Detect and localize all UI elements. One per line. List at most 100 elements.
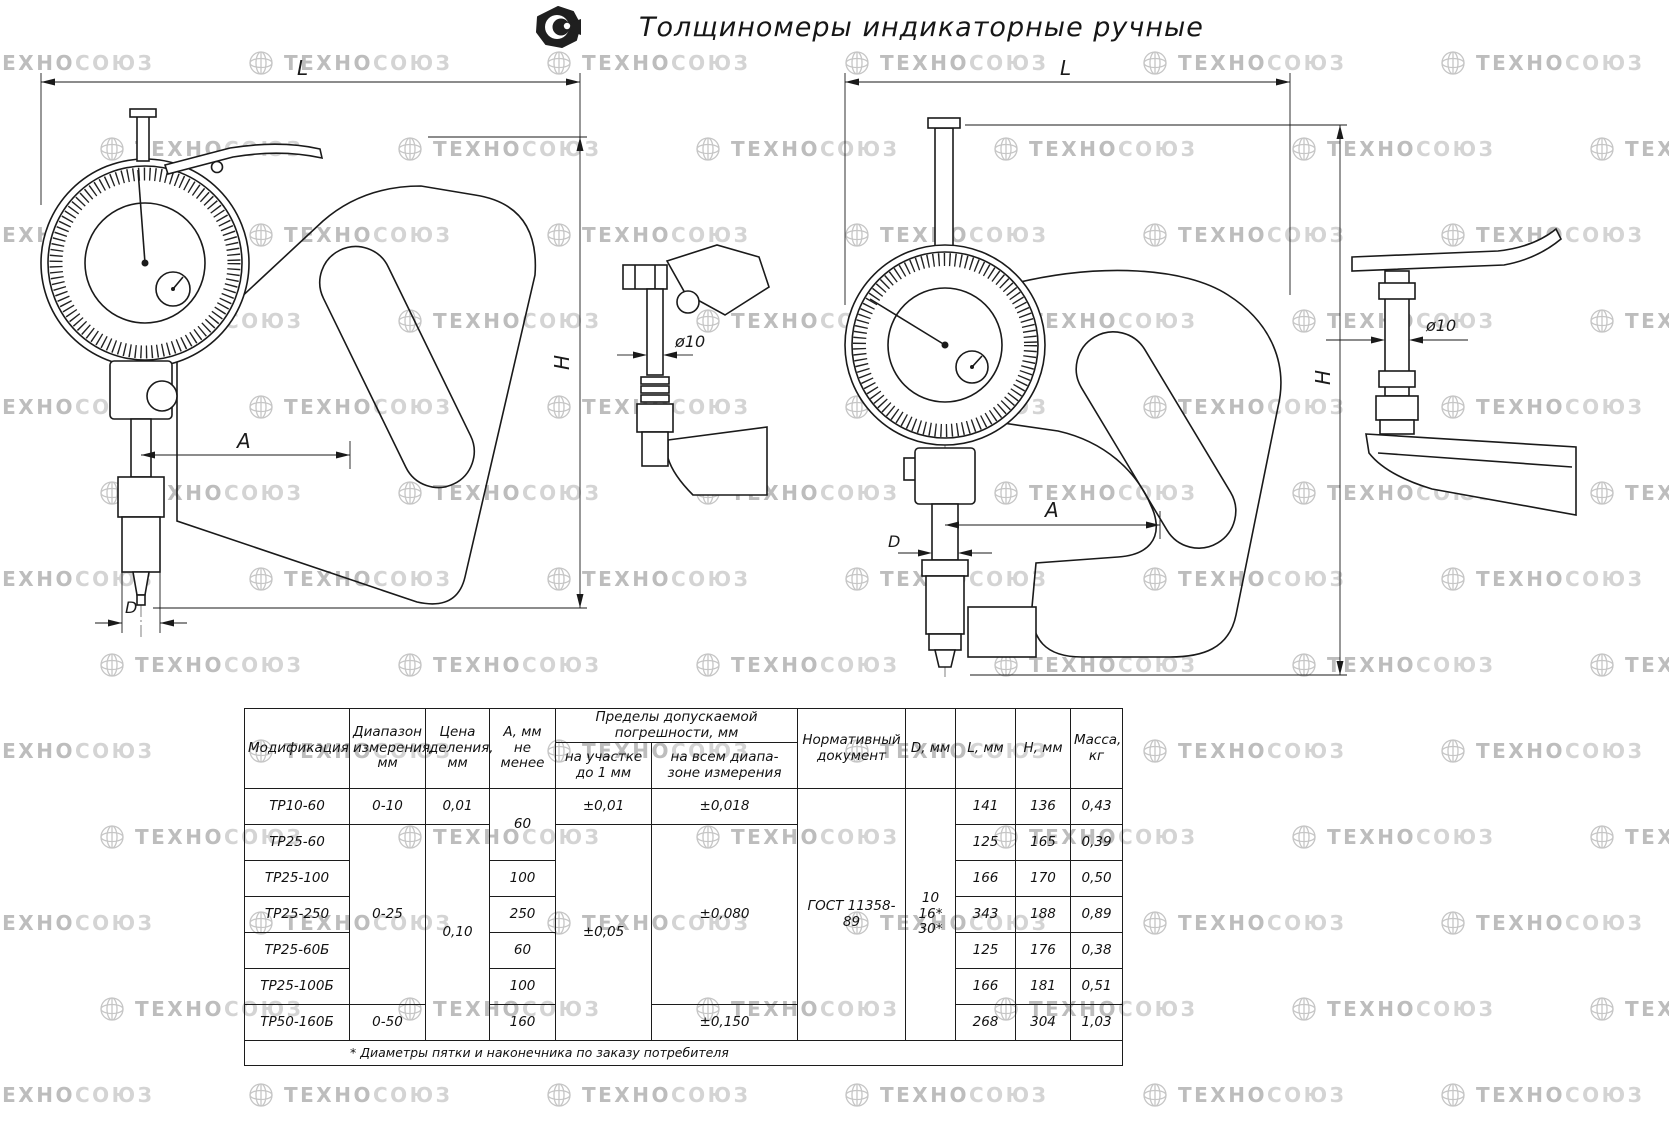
table-footnote-row: * Диаметры пятки и наконечника по заказу… xyxy=(243,1040,1124,1067)
dim-label-L: L xyxy=(1060,56,1071,80)
cell-error-full: ±0,150 xyxy=(650,1004,799,1042)
dial-indicator xyxy=(40,158,250,368)
cell-h: 165 xyxy=(1015,824,1072,862)
stem-housing xyxy=(914,447,976,505)
column-header-mass: Масса, кг xyxy=(1070,707,1124,790)
column-header-h: Н, мм xyxy=(1015,707,1072,790)
cell-modification: ТР25-100Б xyxy=(244,968,350,1006)
dimension-L: L xyxy=(40,56,581,205)
spindle-assembly xyxy=(109,360,178,606)
cell-h: 176 xyxy=(1015,932,1072,970)
cell-a: 60 xyxy=(489,788,556,862)
cell-h: 170 xyxy=(1015,860,1072,898)
cell-l: 268 xyxy=(955,1004,1017,1042)
table-row: ТР25-100Б 100 166 181 0,51 xyxy=(244,968,1124,1006)
cell-division: 0,10 xyxy=(425,824,490,1042)
watermark-item: ТЕХНОСОЮЗ xyxy=(1589,136,1669,162)
dimension-D: D xyxy=(95,571,187,633)
dim-label-A: A xyxy=(1043,498,1059,522)
watermark-item: ТЕХНОСОЮЗ xyxy=(1440,1082,1644,1108)
contact-tip xyxy=(933,649,957,668)
dial-scale xyxy=(49,167,241,359)
cell-mass: 1,03 xyxy=(1070,1004,1124,1042)
dimension-dia10: ø10 xyxy=(617,332,705,359)
dim-label-H: H xyxy=(550,355,574,370)
left-gauge-drawing: L H A D xyxy=(40,56,770,640)
dimension-H: H xyxy=(965,124,1347,676)
cell-range: 0-50 xyxy=(349,1004,426,1042)
cell-modification: ТР10-60 xyxy=(244,788,350,826)
dimension-dia10: ø10 xyxy=(1326,316,1468,344)
contact-tip xyxy=(136,594,146,606)
top-cap xyxy=(129,108,157,118)
dimension-H: H xyxy=(153,136,587,609)
cell-mass: 0,43 xyxy=(1070,788,1124,826)
cell-a: 100 xyxy=(489,968,556,1006)
frame-bracket xyxy=(967,606,1037,658)
column-header-error-group: Пределы допускаемой погрешности, мм xyxy=(554,707,799,744)
specification-table: Модификация Диапазон измерения, мм Цена … xyxy=(243,707,1124,1067)
gauge-frame xyxy=(1002,269,1282,658)
gauge-frame xyxy=(176,185,537,605)
table-row: ТР10-60 0-10 0,01 60 ±0,01 ±0,018 ГОСТ 1… xyxy=(244,788,1124,1042)
watermark-item: ТЕХНОСОЮЗ xyxy=(1589,480,1669,506)
cell-mass: 0,50 xyxy=(1070,860,1124,898)
dimension-D: D xyxy=(888,532,992,557)
top-stem xyxy=(934,127,954,249)
watermark-item: ТЕХНОСОЮЗ xyxy=(248,1082,452,1108)
cell-modification: ТР25-60Б xyxy=(244,932,350,970)
spindle-assembly xyxy=(903,447,976,668)
left-side-view: ø10 xyxy=(617,244,770,496)
cell-document: ГОСТ 11358-89 xyxy=(797,788,907,1042)
cell-mass: 0,51 xyxy=(1070,968,1124,1006)
dim-label-H: H xyxy=(1311,370,1335,385)
cell-h: 188 xyxy=(1015,896,1072,934)
column-header-division: Цена деления, мм xyxy=(425,707,494,790)
column-header-document: Нормативный документ xyxy=(797,707,907,790)
cell-division: 0,01 xyxy=(425,788,490,826)
watermark-item: ТЕХНОСОЮЗ xyxy=(1291,996,1495,1022)
column-header-range: Диапазон измерения, мм xyxy=(349,707,434,790)
column-header-l: L, мм xyxy=(955,707,1017,790)
cell-error-full: ±0,080 xyxy=(650,824,799,1006)
watermark-item: ТЕХНОСОЮЗ xyxy=(1589,996,1669,1022)
dial-indicator xyxy=(844,244,1046,446)
cell-l: 125 xyxy=(955,932,1017,970)
cell-mass: 0,39 xyxy=(1070,824,1124,862)
cell-h: 136 xyxy=(1015,788,1072,826)
right-side-view: ø10 xyxy=(1326,227,1577,516)
cell-range: 0-25 xyxy=(349,824,426,1006)
table-row: ТР25-250 250 343 188 0,89 xyxy=(244,896,1124,934)
side-view-stem xyxy=(646,288,664,376)
clamp-knob xyxy=(146,380,178,412)
dimension-A: A xyxy=(945,498,1161,539)
watermark-item: ТЕХНОСОЮЗ xyxy=(1142,910,1346,936)
watermark-item: ТЕХНОСОЮЗ xyxy=(1589,824,1669,850)
table-footnote: * Диаметры пятки и наконечника по заказу… xyxy=(243,1040,1124,1067)
sheet-header: Толщиномеры индикаторные ручные xyxy=(535,6,1204,48)
frame-slot xyxy=(318,245,476,489)
dim-label-L: L xyxy=(297,56,308,80)
right-gauge-drawing: L H A D xyxy=(844,56,1577,680)
table-row: ТР25-60Б 60 125 176 0,38 xyxy=(244,932,1124,970)
column-header-error-full: на всем диапа- зоне измерения xyxy=(650,742,799,790)
watermark-item: ТЕХНОСОЮЗ xyxy=(546,1082,750,1108)
cell-l: 166 xyxy=(955,860,1017,898)
column-header-d: D, мм xyxy=(905,707,957,790)
dimension-A: A xyxy=(141,429,351,469)
side-view-arm xyxy=(1351,227,1562,272)
top-cap xyxy=(927,117,961,129)
table-row: ТР25-60 0-25 0,10 ±0,05 ±0,080 125 165 0… xyxy=(244,824,1124,1042)
cell-error-section: ±0,05 xyxy=(555,824,652,1042)
cell-modification: ТР50-160Б xyxy=(244,1004,350,1042)
cell-a: 100 xyxy=(489,860,556,898)
cell-l: 166 xyxy=(955,968,1017,1006)
dim-label-dia10: ø10 xyxy=(1425,316,1456,335)
lever-pivot xyxy=(210,160,224,174)
cell-a: 160 xyxy=(489,1004,556,1042)
brand-logo-icon xyxy=(536,6,581,48)
watermark-item: ТЕХНОСОЮЗ xyxy=(1291,824,1495,850)
top-post xyxy=(136,114,150,162)
dial-needle xyxy=(869,298,946,346)
